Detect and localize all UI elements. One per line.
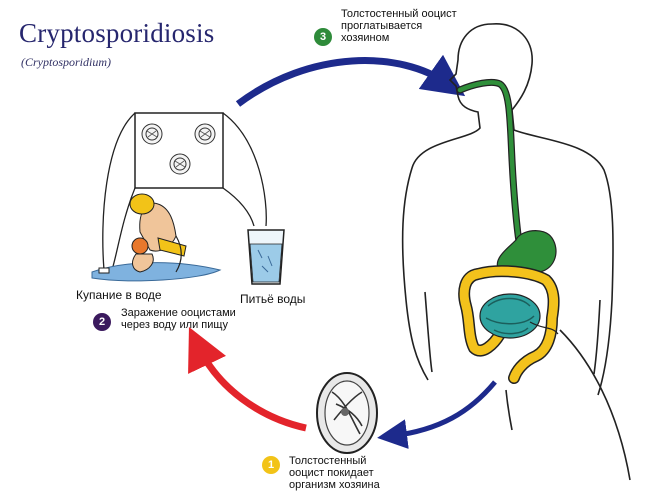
arrow-to-host <box>235 54 466 107</box>
step-3-badge: 3 <box>314 28 332 46</box>
arrow-to-infection <box>188 327 307 432</box>
human-body-outline <box>401 23 631 481</box>
step-1-badge: 1 <box>262 456 280 474</box>
oocyst-micrograph <box>134 112 224 189</box>
step-1-label: Толстостенный ооцист покидает организм х… <box>289 455 380 491</box>
step-2-badge: 2 <box>93 313 111 331</box>
water-glass-illustration <box>247 229 285 285</box>
diagram-title: Cryptosporidiosis <box>19 18 215 48</box>
step-2-label: Заражение ооцистами через воду или пищу <box>121 307 236 331</box>
step-3-label: Толстостенный ооцист проглатывается хозя… <box>341 8 457 44</box>
swimming-label: Купание в воде <box>76 288 162 302</box>
drinking-label: Питьё воды <box>240 292 306 306</box>
small-intestine <box>479 293 559 339</box>
arrow-to-oocyst <box>377 380 497 450</box>
swimming-illustration <box>91 193 222 282</box>
diagram-subtitle: (Cryptosporidium) <box>21 55 111 69</box>
connector-lines <box>102 112 267 271</box>
esophagus-stomach <box>456 78 557 275</box>
oocyst-illustration <box>316 372 378 454</box>
